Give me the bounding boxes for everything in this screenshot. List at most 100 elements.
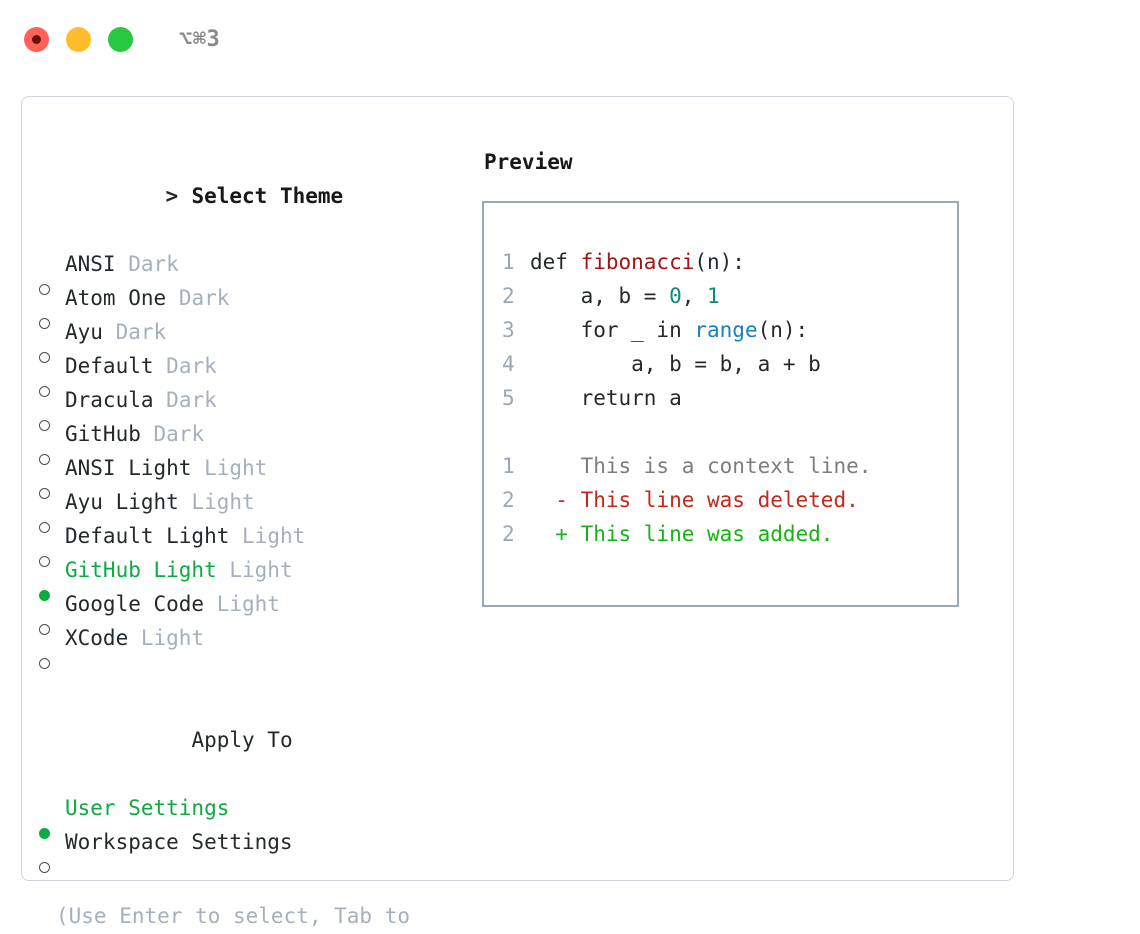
line-number: 2 — [502, 522, 515, 546]
theme-list-item[interactable]: Default Dark — [39, 349, 482, 397]
code-token: 0 — [669, 284, 682, 308]
radio-dot — [39, 386, 50, 397]
code-diff-gap — [502, 415, 957, 449]
theme-variant-label: Dark — [128, 252, 179, 276]
diff-text: This is a context line. — [580, 454, 872, 478]
prompt-marker: > — [165, 184, 179, 208]
code-token: range — [694, 318, 758, 342]
theme-variant-label: Light — [229, 558, 293, 582]
code-line: 5 return a — [502, 381, 957, 415]
radio-dot — [39, 522, 50, 533]
code-token: (n): — [694, 250, 745, 274]
line-number: 1 — [502, 250, 515, 274]
radio-dot — [39, 590, 50, 601]
code-token: , — [681, 284, 708, 308]
apply-to-item[interactable]: Workspace Settings — [39, 825, 482, 873]
close-button-icon[interactable] — [24, 26, 49, 52]
radio-dot — [39, 284, 50, 295]
theme-list-item[interactable]: Ayu Dark — [39, 315, 482, 363]
select-theme-header: > Select Theme — [39, 145, 482, 247]
keyboard-shortcut-label: ⌥⌘3 — [179, 26, 221, 52]
line-number: 2 — [502, 488, 515, 512]
code-line: 3 for _ in range(n): — [502, 313, 957, 347]
recording-dot-icon — [32, 34, 41, 44]
theme-name-label: Ayu — [65, 320, 103, 344]
code-token: (n): — [757, 318, 809, 342]
theme-name-label: Atom One — [65, 286, 167, 310]
code-line: 4 a, b = b, a + b — [502, 347, 957, 381]
line-number: 3 — [502, 318, 515, 342]
theme-variant-label: Dark — [166, 354, 217, 378]
code-token: return a — [530, 386, 682, 410]
preview-title: Preview — [484, 150, 573, 174]
diff-text: This line was deleted. — [580, 488, 859, 512]
radio-dot — [39, 420, 50, 431]
diff-marker — [530, 454, 581, 478]
help-hint-text: (Use Enter to select, Tab to change focu… — [56, 904, 411, 928]
line-number: 1 — [502, 454, 515, 478]
theme-list-item[interactable]: Default Light Light — [39, 519, 482, 567]
theme-variant-label: Light — [140, 626, 205, 650]
code-line: 1 def fibonacci(n): — [502, 245, 957, 279]
theme-name-label: ANSI Light — [65, 456, 192, 480]
theme-variant-label: Light — [204, 456, 268, 480]
theme-name-label: Default Light — [65, 524, 230, 548]
radio-dot — [39, 318, 50, 329]
maximize-button-icon[interactable] — [108, 26, 133, 52]
radio-dot — [39, 828, 50, 839]
theme-name-label: XCode — [65, 626, 129, 650]
code-token: def — [530, 250, 581, 274]
apply-to-label: Workspace Settings — [65, 830, 293, 854]
theme-list-item[interactable]: Google Code Light — [39, 587, 482, 635]
select-theme-title: Select Theme — [191, 184, 344, 208]
radio-dot — [39, 862, 50, 873]
diff-marker: + — [530, 522, 581, 546]
line-number: 5 — [502, 386, 515, 410]
diff-text: This line was added. — [580, 522, 834, 546]
theme-variant-label: Light — [242, 524, 306, 548]
theme-list-item[interactable]: ANSI Light Light — [39, 451, 482, 499]
theme-variant-label: Dark — [115, 320, 167, 344]
theme-list-item[interactable]: Atom One Dark — [39, 281, 482, 329]
apply-to-item[interactable]: User Settings — [39, 791, 482, 839]
radio-dot — [39, 658, 50, 669]
theme-variant-label: Dark — [178, 286, 230, 310]
theme-list-item[interactable]: Dracula Dark — [39, 383, 482, 431]
theme-list-item[interactable]: XCode Light — [39, 621, 482, 669]
theme-list-item[interactable]: Ayu Light Light — [39, 485, 482, 533]
code-token: 1 — [707, 284, 720, 308]
theme-name-label: GitHub Light — [65, 558, 217, 582]
theme-list-item[interactable]: ANSI Dark — [39, 247, 482, 295]
radio-dot — [39, 454, 50, 465]
radio-dot — [39, 624, 50, 635]
code-token: fibonacci — [580, 250, 695, 274]
minimize-button-icon[interactable] — [66, 26, 91, 52]
theme-list-item[interactable]: GitHub Light Light — [39, 553, 482, 601]
theme-name-label: Google Code — [65, 592, 205, 616]
theme-variant-label: Dark — [166, 388, 217, 412]
theme-variant-label: Light — [191, 490, 255, 514]
code-line: 2 a, b = 0, 1 — [502, 279, 957, 313]
diff-line: 2 - This line was deleted. — [502, 483, 957, 517]
theme-list-item[interactable]: GitHub Dark — [39, 417, 482, 465]
diff-line: 2 + This line was added. — [502, 517, 957, 551]
window-controls — [24, 26, 133, 52]
diff-marker: - — [530, 488, 581, 512]
theme-name-label: ANSI — [65, 252, 116, 276]
radio-dot — [39, 488, 50, 499]
apply-to-title: Apply To — [191, 728, 293, 752]
apply-to-label: User Settings — [65, 796, 230, 820]
theme-name-label: Ayu Light — [65, 490, 179, 514]
diff-sample: 1 This is a context line. 2 - This line w… — [502, 449, 957, 551]
theme-variant-label: Dark — [153, 422, 205, 446]
theme-name-label: Default — [65, 354, 154, 378]
apply-to-header: Apply To — [39, 689, 482, 791]
code-token: a, b = — [530, 284, 670, 308]
